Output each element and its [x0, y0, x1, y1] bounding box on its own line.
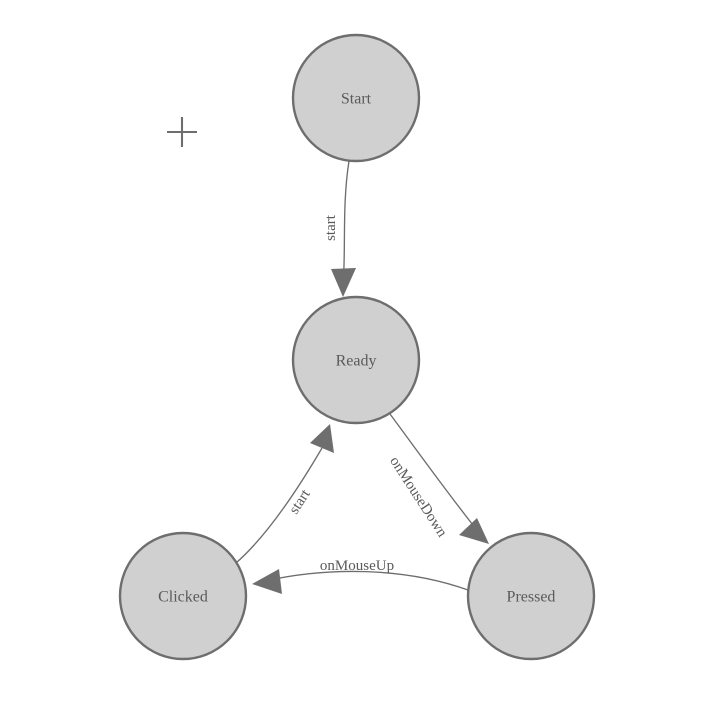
edge-label-ready-to-pressed: onMouseDown: [386, 454, 450, 541]
crosshair-icon[interactable]: [167, 117, 197, 147]
node-ready[interactable]: Ready: [291, 295, 421, 425]
node-clicked-label: Clicked: [158, 589, 208, 606]
edge-arrowhead-start-to-ready: [331, 268, 356, 297]
edge-arrowhead-ready-to-pressed: [459, 518, 489, 544]
node-pressed-circle: [466, 531, 596, 661]
node-ready-label: Ready: [336, 353, 377, 370]
node-start[interactable]: Start: [291, 33, 421, 163]
edge-arrowhead-pressed-to-clicked: [252, 569, 282, 594]
edge-ready-to-pressed[interactable]: [389, 413, 489, 544]
node-pressed[interactable]: Pressed: [466, 531, 596, 661]
node-clicked-circle: [118, 531, 248, 661]
edge-start-to-ready[interactable]: [331, 160, 356, 297]
node-clicked[interactable]: Clicked: [118, 531, 248, 661]
node-ready-circle: [291, 295, 421, 425]
nodes-layer: Start Ready Clicked Pressed: [118, 33, 596, 661]
edge-label-start-to-ready: start: [323, 214, 339, 241]
node-pressed-label: Pressed: [507, 589, 556, 606]
edges-layer: [235, 160, 489, 594]
node-start-circle: [291, 33, 421, 163]
edge-path-clicked-to-ready: [235, 447, 323, 564]
edge-pressed-to-clicked[interactable]: [252, 569, 469, 594]
edge-arrowhead-clicked-to-ready: [310, 424, 334, 453]
edge-clicked-to-ready[interactable]: [235, 424, 334, 564]
edge-path-start-to-ready: [342, 160, 350, 287]
edge-path-pressed-to-clicked: [264, 570, 469, 591]
node-start-label: Start: [341, 91, 372, 108]
edge-label-clicked-to-ready: start: [286, 486, 314, 517]
edge-label-pressed-to-clicked: onMouseUp: [320, 558, 394, 574]
